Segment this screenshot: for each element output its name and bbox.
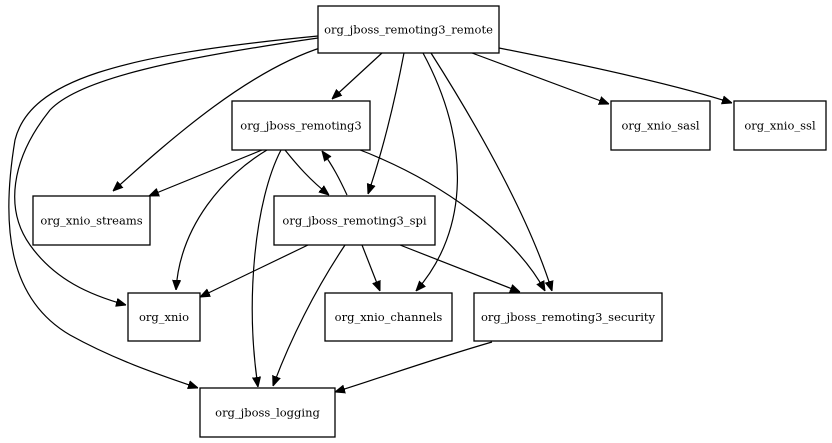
node-org-jboss-remoting3[interactable]: org_jboss_remoting3 bbox=[231, 100, 371, 151]
edge-remote-to-sasl bbox=[471, 52, 609, 104]
nodes: org_jboss_remoting3_remote org_jboss_rem… bbox=[32, 5, 827, 438]
node-org-xnio[interactable]: org_xnio bbox=[127, 292, 201, 342]
node-org-jboss-logging[interactable]: org_jboss_logging bbox=[199, 387, 336, 438]
edge-remoting3-to-spi bbox=[284, 149, 329, 195]
node-org-xnio-streams[interactable]: org_xnio_streams bbox=[32, 195, 151, 246]
node-label: org_jboss_logging bbox=[215, 406, 320, 420]
edge-remoting3-to-xnio bbox=[176, 149, 268, 290]
node-label: org_xnio bbox=[139, 310, 189, 324]
node-org-xnio-ssl[interactable]: org_xnio_ssl bbox=[733, 100, 827, 151]
node-label: org_xnio_streams bbox=[40, 214, 142, 228]
edge-remote-to-streams bbox=[113, 46, 324, 191]
edge-remoting3-to-logging bbox=[251, 149, 282, 387]
edge-spi-to-channels bbox=[361, 244, 380, 291]
edge-remoting3-to-streams bbox=[149, 149, 263, 197]
edge-remote-to-logging bbox=[8, 35, 319, 388]
node-label: org_jboss_remoting3_security bbox=[481, 310, 656, 324]
node-label: org_xnio_ssl bbox=[744, 119, 816, 133]
node-label: org_xnio_sasl bbox=[621, 119, 699, 133]
node-org-jboss-remoting3-security[interactable]: org_jboss_remoting3_security bbox=[473, 292, 663, 342]
edge-remote-to-security bbox=[430, 52, 552, 291]
node-org-xnio-channels[interactable]: org_xnio_channels bbox=[324, 292, 453, 342]
node-label: org_jboss_remoting3_spi bbox=[282, 214, 426, 228]
edge-remote-to-remoting3 bbox=[332, 52, 383, 99]
edge-spi-to-xnio bbox=[200, 244, 309, 297]
edge-remote-to-channels bbox=[416, 52, 458, 291]
node-org-jboss-remoting3-spi[interactable]: org_jboss_remoting3_spi bbox=[273, 195, 436, 246]
edge-remote-to-spi bbox=[368, 52, 405, 194]
edge-security-to-logging bbox=[335, 341, 493, 392]
edge-spi-to-security bbox=[399, 244, 520, 292]
edge-spi-to-remoting3 bbox=[322, 151, 348, 196]
node-org-xnio-sasl[interactable]: org_xnio_sasl bbox=[610, 100, 711, 151]
edge-remoting3-to-security bbox=[354, 147, 545, 291]
edge-spi-to-logging bbox=[273, 244, 346, 386]
edge-remote-to-xnio bbox=[14, 37, 319, 305]
edges bbox=[8, 35, 732, 392]
edge-remote-to-ssl bbox=[498, 47, 732, 103]
node-label: org_xnio_channels bbox=[335, 310, 443, 324]
node-org-jboss-remoting3-remote[interactable]: org_jboss_remoting3_remote bbox=[317, 5, 500, 54]
node-label: org_jboss_remoting3_remote bbox=[324, 23, 493, 37]
node-label: org_jboss_remoting3 bbox=[240, 119, 361, 133]
